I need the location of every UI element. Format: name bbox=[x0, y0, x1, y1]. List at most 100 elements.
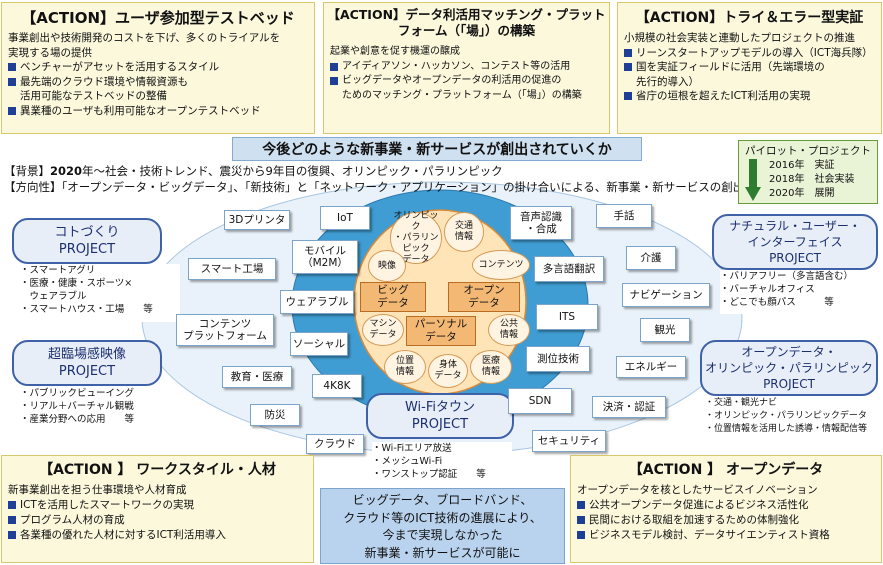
square-bullet-icon bbox=[8, 63, 16, 71]
project-natural-ui-items: ・バリアフリー（多言語含む） ・バーチャルオフィス ・どこでも顔パス 等 bbox=[720, 270, 878, 314]
square-bullet-icon bbox=[624, 63, 632, 71]
square-bullet-icon bbox=[8, 531, 16, 539]
tag-settlement-auth: 決済・認証 bbox=[592, 396, 666, 418]
action-testbed-body: 事業創出や技術開発のコストを下げ、多くのトライアルを 実現する場の提供 ベンチャ… bbox=[2, 29, 314, 120]
action-opendata-intro: オープンデータを核としたサービスイノベーション bbox=[577, 484, 818, 496]
action-trial-intro: 小規模の社会実装と連動したプロジェクトの推進 bbox=[624, 32, 855, 44]
tag-sign-language: 手話 bbox=[596, 204, 652, 228]
pilot-project-box: パイロット・プロジェクト 2016年 実証 2018年 社会実装 2020年 展… bbox=[738, 140, 878, 204]
tag-smart-factory: スマート工場 bbox=[188, 258, 276, 280]
pilot-row: 2018年 社会実装 bbox=[769, 174, 855, 185]
project-kotodukuri-items: ・スマートアグリ ・医療・健康・スポーツ× ウェアラブル ・スマートハウス・工場… bbox=[20, 264, 180, 322]
tag-positioning: 測位技術 bbox=[526, 346, 590, 372]
core-open-data: オープン データ bbox=[448, 282, 520, 312]
circle-medical-info: 医療 情報 bbox=[470, 350, 512, 384]
action-workstyle-body: 新事業創出を担う仕事環境や人材育成 ICTを活用したスマートワークの実現 プログ… bbox=[2, 481, 313, 545]
tag-multilingual: 多言語翻訳 bbox=[534, 256, 604, 282]
action-testbed-bullet: 最先端のクラウド環境や情報資源も bbox=[8, 75, 308, 90]
circle-public-info: 公共 情報 bbox=[488, 314, 530, 346]
action-opendata-bullet: 民間における取組を加速するための体制強化 bbox=[577, 513, 875, 528]
action-workstyle-intro: 新事業創出を担う仕事環境や人材育成 bbox=[8, 484, 187, 496]
square-bullet-icon bbox=[8, 516, 16, 524]
action-trial-bullet: リーンスタートアップモデルの導入（ICT海兵隊） bbox=[624, 46, 875, 61]
tag-education-medical: 教育・医療 bbox=[222, 366, 292, 388]
action-trial-bullet: 省庁の垣根を超えたICT利活用の実現 bbox=[624, 89, 875, 104]
action-trial-bullet: 国を実証フィールドに活用（先端環境の bbox=[624, 60, 875, 75]
project-natural-ui: ナチュラル・ユーザー・ インターフェイス PROJECT bbox=[712, 214, 878, 270]
action-matching-box: 【ACTION】データ利活用マッチング・プラット フォーム（「場」）の構築 起業… bbox=[323, 2, 610, 134]
project-wifi-town-items: ・Wi-Fiエリア放送 ・メッシュWi-Fi ・ワンストップ認証 等 bbox=[372, 442, 512, 484]
square-bullet-icon bbox=[8, 106, 16, 115]
tag-navigation: ナビゲーション bbox=[622, 283, 710, 307]
tag-sdn: SDN bbox=[508, 388, 572, 414]
bottom-message: ビッグデータ、ブロードバンド、 クラウド等のICT技術の進展により、 今まで実現… bbox=[320, 488, 565, 564]
core-big-data: ビッグ データ bbox=[360, 282, 426, 312]
action-matching-bullet: アイディアソン・ハッカソン、コンテスト等の活用 bbox=[330, 60, 603, 75]
project-chorinjo: 超臨場感映像 PROJECT bbox=[12, 340, 162, 386]
arrow-down-icon bbox=[745, 159, 761, 201]
tag-cloud: クラウド bbox=[306, 434, 364, 454]
action-testbed-bullet: 異業種のユーザも利用可能なオープンテストベッド bbox=[8, 104, 308, 119]
action-opendata-title: 【ACTION 】 オープンデータ bbox=[628, 462, 824, 478]
square-bullet-icon bbox=[330, 77, 338, 85]
action-matching-bullet-cont: ためのマッチング・プラットフォーム（「場」）の構築 bbox=[342, 89, 582, 101]
action-opendata-bullet: 公共オープンデータ促進によるビジネス活性化 bbox=[577, 498, 875, 513]
project-chorinjo-items: ・パブリックビューイング ・リアル＋バーチャル観戦 ・産業分野への応用 等 bbox=[20, 387, 170, 431]
action-trial-body: 小規模の社会実装と連動したプロジェクトの推進 リーンスタートアップモデルの導入（… bbox=[618, 29, 881, 106]
action-matching-title: 【ACTION】データ利活用マッチング・プラット フォーム（「場」）の構築 bbox=[327, 7, 606, 38]
project-opendata-olympic-items: ・交通・観光ナビ ・オリンピック・パラリンピックデータ ・位置情報を活用した誘導… bbox=[705, 397, 880, 441]
direction-line: 【方向性】「オープンデータ・ビッグデータ」、「新技術」と「ネットワーク・アプリケ… bbox=[4, 180, 745, 194]
background-line: 【背景】2020年～社会・技術トレンド、震災から9年目の復興、オリンピック・パラ… bbox=[4, 164, 503, 178]
circle-video: 映像 bbox=[368, 250, 406, 282]
square-bullet-icon bbox=[624, 92, 632, 100]
action-opendata-bullet: ビジネスモデル検討、データサイエンティスト資格 bbox=[577, 528, 875, 543]
square-bullet-icon bbox=[330, 62, 338, 71]
tag-wearable: ウェアラブル bbox=[280, 290, 354, 314]
pilot-project-title: パイロット・プロジェクト bbox=[745, 145, 871, 157]
square-bullet-icon bbox=[577, 501, 585, 509]
action-trial-box: 【ACTION】トライ＆エラー型実証 小規模の社会実装と連動したプロジェクトの推… bbox=[617, 2, 882, 134]
action-workstyle-bullet: ICTを活用したスマートワークの実現 bbox=[8, 498, 307, 513]
action-testbed-intro-2: 実現する場の提供 bbox=[8, 46, 92, 59]
core-personal-data: パーソナル データ bbox=[406, 316, 476, 346]
action-testbed-bullet: ベンチャーがアセットを活用するスタイル bbox=[8, 60, 308, 75]
tag-bousai: 防災 bbox=[250, 404, 300, 426]
action-opendata-body: オープンデータを核としたサービスイノベーション 公共オープンデータ促進によるビジ… bbox=[571, 481, 881, 545]
circle-location-info: 位置 情報 bbox=[384, 350, 426, 384]
action-matching-bullet: ビッグデータやオープンデータの利活用の促進の bbox=[330, 74, 603, 89]
action-testbed-title: 【ACTION】ユーザ参加型テストベッド bbox=[21, 9, 295, 27]
tag-contents-platform: コンテンツ プラットフォーム bbox=[176, 314, 274, 346]
circle-traffic-info: 交通 情報 bbox=[444, 212, 484, 252]
action-trial-title: 【ACTION】トライ＆エラー型実証 bbox=[635, 10, 864, 26]
square-bullet-icon bbox=[8, 77, 16, 86]
project-wifi-town: Wi-Fiタウン PROJECT bbox=[366, 393, 514, 439]
pilot-row: 2020年 展開 bbox=[769, 188, 835, 199]
pilot-row: 2016年 実証 bbox=[769, 160, 835, 171]
square-bullet-icon bbox=[577, 531, 585, 539]
action-trial-bullet-cont: 先行的導入） bbox=[636, 75, 699, 88]
tag-mobile-m2m: モバイル （M2M） bbox=[292, 240, 358, 274]
circle-body-data: 身体 データ bbox=[428, 354, 468, 388]
tag-voice-recognition: 音声認識 ・合成 bbox=[510, 206, 572, 240]
tag-security: セキュリティ bbox=[532, 430, 606, 452]
action-matching-body: 起業や創意を促す機運の醸成 アイディアソン・ハッカソン、コンテスト等の活用 ビッ… bbox=[324, 43, 609, 105]
tag-social: ソーシャル bbox=[290, 332, 348, 356]
tag-kanko: 観光 bbox=[640, 318, 690, 342]
square-bullet-icon bbox=[8, 501, 16, 509]
circle-contents: コンテンツ bbox=[472, 250, 530, 280]
tag-3d-printer: 3Dプリンタ bbox=[224, 210, 290, 230]
action-testbed-box: 【ACTION】ユーザ参加型テストベッド 事業創出や技術開発のコストを下げ、多く… bbox=[1, 2, 315, 134]
tag-energy: エネルギー bbox=[616, 356, 686, 378]
action-opendata-box: 【ACTION 】 オープンデータ オープンデータを核としたサービスイノベーショ… bbox=[570, 455, 882, 563]
project-kotodukuri: コトづくり PROJECT bbox=[12, 218, 162, 264]
project-opendata-olympic: オープンデータ・ オリンピック・パラリンピック PROJECT bbox=[700, 340, 878, 396]
action-workstyle-title: 【ACTION 】 ワークスタイル・人材 bbox=[39, 462, 276, 478]
circle-machine-data: マシン データ bbox=[362, 314, 404, 346]
tag-iot: IoT bbox=[320, 206, 370, 230]
action-workstyle-box: 【ACTION 】 ワークスタイル・人材 新事業創出を担う仕事環境や人材育成 I… bbox=[1, 455, 314, 563]
action-workstyle-bullet: 各業種の優れた人材に対するICT利活用導入 bbox=[8, 528, 307, 543]
action-testbed-intro-1: 事業創出や技術開発のコストを下げ、多くのトライアルを bbox=[8, 32, 281, 44]
action-testbed-bullet-cont: 活用可能なテストベッドの整備 bbox=[20, 90, 167, 102]
banner: 今後どのような新事業・新サービスが創出されていくか bbox=[232, 137, 642, 161]
square-bullet-icon bbox=[624, 48, 632, 57]
